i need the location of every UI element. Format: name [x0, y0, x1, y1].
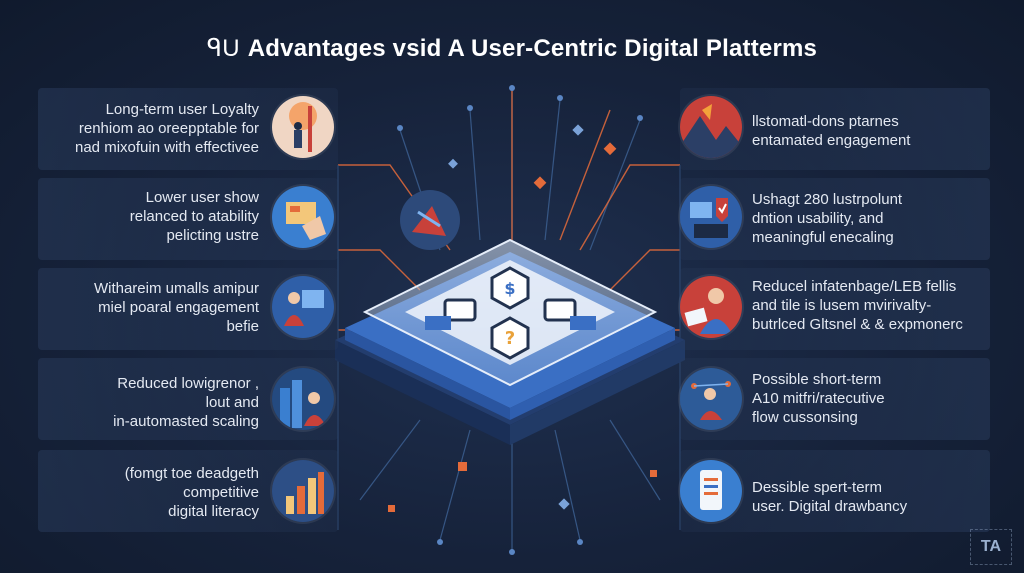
left-item-1-line-2: renhiom ao oreepptable for: [78, 120, 259, 137]
left-item-2-text: Lower user show relanced to atability pe…: [29, 188, 259, 245]
person-presenting-icon: [272, 276, 334, 338]
right-item-3-text: Reducel infatenbage/LEB fellis and tile …: [752, 277, 982, 334]
mountain-person-icon: [680, 96, 742, 158]
right-item-4-line-3: flow cussonsing: [752, 409, 858, 426]
right-item-5-line-2: user. Digital drawbancy: [752, 498, 908, 515]
left-item-2-line-1: Lower user show: [145, 189, 259, 206]
right-item-1-line-2: entamated engagement: [752, 132, 911, 149]
person-network-icon: [680, 368, 742, 430]
left-item-3-line-1: Withareim umalls amipur: [93, 280, 259, 297]
watermark-logo: TA: [970, 529, 1012, 565]
title-prefix: ᑫU: [206, 35, 240, 62]
tower-person-icon: [272, 96, 334, 158]
chip-dollar-symbol: $: [504, 279, 515, 298]
left-item-1-text: Long-term user Loyalty renhiom ao oreepp…: [29, 100, 259, 157]
hand-tablet-icon: [272, 186, 334, 248]
phone-checklist-icon: [680, 460, 742, 522]
left-item-4-line-3: in-automasted scaling: [113, 413, 259, 430]
right-item-1-line-1: llstomatl-dons ptarnes: [752, 113, 899, 130]
left-item-2-line-2: relanced to atability: [129, 208, 259, 225]
left-item-3-text: Withareim umalls amipur miel poaral enga…: [29, 279, 259, 336]
left-item-5-text: (fomgt toe deadgeth competitive digital …: [29, 464, 259, 521]
left-item-4-text: Reduced lowigrenor , lout and in-automas…: [29, 374, 259, 431]
left-item-4-line-1: Reduced lowigrenor ,: [117, 375, 259, 392]
right-item-3-line-3: butrlced Gltsnel & & expmonerc: [752, 316, 963, 333]
right-item-4-text: Possible short-term A10 mitfri/ratecutiv…: [752, 370, 982, 427]
left-item-1-line-1: Long-term user Loyalty: [105, 101, 259, 118]
left-item-5-line-2: competitive: [183, 484, 259, 501]
right-item-3-line-1: Reducel infatenbage/LEB fellis: [752, 278, 957, 295]
left-item-1-line-3: nad mixofuin with effectivee: [75, 139, 259, 156]
right-item-2-line-2: dntion usability, and: [752, 210, 884, 227]
left-item-3-line-2: miel poaral engagement: [98, 299, 259, 316]
right-item-4-line-2: A10 mitfri/ratecutive: [752, 390, 885, 407]
right-item-5-text: Dessible spert-term user. Digital drawba…: [752, 478, 982, 516]
page-title: ᑫU Advantages vsid A User-Centric Digital…: [0, 34, 1024, 63]
right-item-1-text: llstomatl-dons ptarnes entamated engagem…: [752, 112, 982, 150]
left-item-2-line-3: pelicting ustre: [166, 227, 259, 244]
left-item-5-line-1: (fomgt toe deadgeth: [124, 465, 259, 482]
right-item-2-line-1: Ushagt 280 lustrpolunt: [752, 191, 903, 208]
floating-drone-icon: [400, 190, 460, 250]
left-item-3-line-3: befie: [226, 318, 259, 335]
title-text: Advantages vsid A User-Centric Digital P…: [247, 35, 818, 62]
bar-chart-icon: [272, 460, 334, 522]
right-item-2-text: Ushagt 280 lustrpolunt dntion usability,…: [752, 190, 982, 247]
right-item-5-line-1: Dessible spert-term: [752, 479, 883, 496]
right-item-4-line-1: Possible short-term: [752, 371, 882, 388]
right-item-2-line-3: meaningful enecaling: [752, 229, 894, 246]
left-item-4-line-2: lout and: [205, 394, 259, 411]
chip-question-symbol: ?: [505, 328, 515, 349]
right-item-3-line-2: and tile is lusem mvirivalty-: [752, 297, 932, 314]
left-item-5-line-3: digital literacy: [168, 503, 259, 520]
city-person-icon: [272, 368, 334, 430]
robot-screen-icon: [680, 186, 742, 248]
central-chip: $ ?: [335, 238, 685, 445]
person-writing-icon: [680, 276, 742, 338]
